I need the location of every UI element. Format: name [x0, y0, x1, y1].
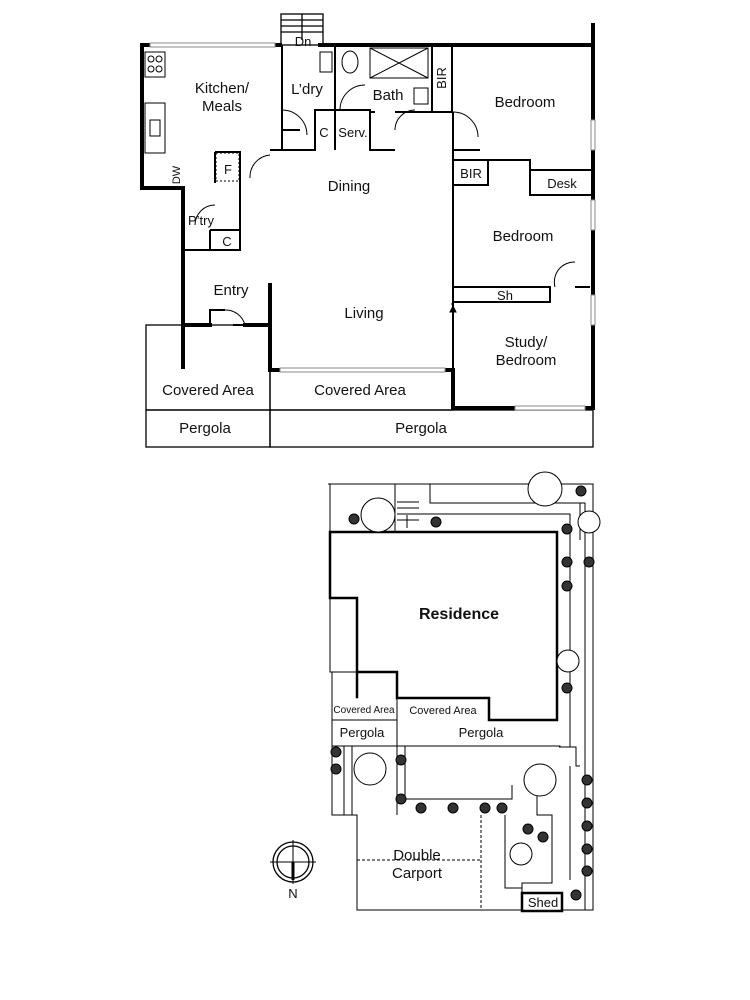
kitchen-label-2: Meals	[202, 98, 242, 115]
laundry-tub-icon	[319, 51, 333, 73]
tree-icon	[527, 471, 563, 507]
laundry-label: L’dry	[291, 81, 323, 98]
floor-plan: Kitchen/ Meals L’dry Dn Bath BIR Bedroom…	[140, 13, 596, 448]
cupboard-2-label: C	[222, 234, 231, 249]
pergola-right-label: Pergola	[395, 420, 447, 437]
study-label: Study/	[505, 334, 548, 351]
residence-outline	[328, 530, 559, 722]
fixtures	[144, 47, 457, 318]
desk-label: Desk	[547, 176, 577, 191]
study-label-2: Bedroom	[496, 352, 557, 369]
tree-icon	[523, 763, 557, 797]
sliding-door	[279, 367, 446, 373]
site-covered-area-right-label: Covered Area	[409, 705, 477, 717]
shed-label: Shed	[528, 895, 558, 910]
shelf-label: Sh	[497, 288, 513, 303]
site-pergola-left-label: Pergola	[340, 725, 386, 740]
fridge-space	[215, 152, 240, 182]
window	[590, 199, 596, 231]
north-label: N	[288, 886, 297, 901]
wall-west	[140, 43, 185, 369]
carport-label-2: Carport	[392, 865, 443, 882]
tree-icon	[360, 497, 396, 533]
window	[590, 294, 596, 326]
carport-label: Double	[393, 847, 441, 864]
vanity-icon	[413, 87, 429, 105]
cupboard-label: C	[319, 125, 328, 140]
dining-label: Dining	[328, 178, 371, 195]
living-label: Living	[344, 305, 383, 322]
bir-mid-label: BIR	[460, 166, 482, 181]
bir-top-label: BIR	[434, 67, 449, 89]
sink-icon	[144, 102, 166, 154]
site-covered-area-left-label: Covered Area	[333, 705, 395, 716]
bedroom2-label: Bedroom	[493, 228, 554, 245]
window	[590, 119, 596, 151]
tree-icon	[556, 649, 580, 673]
toilet-icon	[341, 50, 359, 74]
shed	[520, 891, 564, 913]
kitchen-label: Kitchen/	[195, 80, 250, 97]
pergola-left-label: Pergola	[179, 420, 231, 437]
wall-living	[268, 283, 455, 372]
pergola-right	[269, 409, 594, 448]
door-swings	[194, 84, 576, 326]
site-plan: N Residence Covered Area Covered Area Pe…	[270, 471, 601, 913]
stairs-down-label: Dn	[295, 34, 312, 49]
site-pergola-right-label: Pergola	[459, 725, 505, 740]
shower-icon	[369, 47, 429, 79]
stair-treads	[281, 14, 323, 40]
window	[514, 405, 586, 411]
dishwasher-label: DW	[171, 165, 183, 184]
cooktop-icon	[144, 51, 166, 78]
tree-icon	[353, 752, 387, 786]
pantry-label: P’try	[188, 213, 215, 228]
residence-label: Residence	[419, 606, 499, 623]
tree-icon	[509, 842, 533, 866]
covered-area-right-label: Covered Area	[314, 382, 406, 399]
bedroom1-label: Bedroom	[495, 94, 556, 111]
interior-walls	[183, 45, 593, 408]
fridge-label: F	[224, 162, 232, 177]
entry-label: Entry	[213, 282, 249, 299]
trees	[353, 471, 601, 866]
site-boundaries	[328, 483, 594, 911]
servery-label: Serv.	[338, 125, 367, 140]
bath-label: Bath	[373, 87, 404, 104]
window	[149, 42, 276, 48]
north-arrow-icon	[270, 840, 316, 884]
shrubs	[330, 485, 595, 901]
covered-area-left-label: Covered Area	[162, 382, 254, 399]
tree-icon	[577, 510, 601, 534]
